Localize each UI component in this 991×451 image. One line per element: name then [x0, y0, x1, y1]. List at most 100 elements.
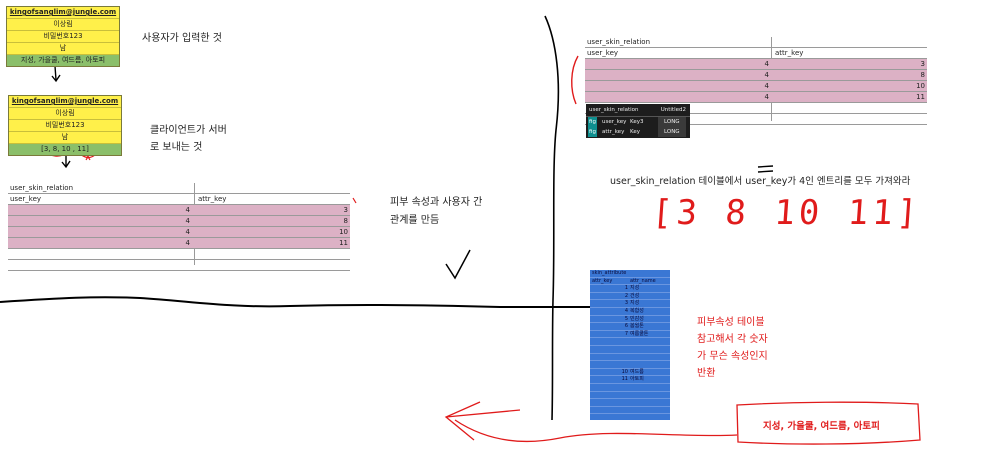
red-bracket	[571, 55, 579, 105]
cell-attr-key: 8	[920, 71, 925, 79]
field-type-tag: fig	[588, 117, 597, 127]
cell-key: 2	[624, 292, 628, 299]
attributes-value: 지성, 가을쿨, 여드름, 아토피	[7, 55, 119, 66]
col-user-key: user_key	[587, 49, 619, 57]
db-header: user_skin_relation Untitled2	[586, 104, 690, 117]
cell-attr-key: 10	[339, 228, 348, 236]
field-column: Key3	[630, 119, 644, 125]
cell-name: 봄웜톤	[630, 323, 644, 330]
sheet-title: user_skin_relation	[10, 184, 74, 192]
cell-name: 여드름	[630, 368, 644, 375]
cell-name: 지성	[630, 300, 640, 307]
result-attributes: 지성, 가을쿨, 여드름, 아토피	[763, 421, 880, 432]
gender-value: 남	[9, 132, 121, 144]
db-tab-name: Untitled2	[660, 107, 686, 113]
db-field-row: fig user_key Key3 LONG	[586, 117, 690, 127]
cell-user-key: 4	[764, 71, 769, 79]
field-name: user_key	[602, 119, 627, 125]
red-tick	[352, 197, 357, 204]
attribute-ids-value: [3, 8, 10 , 11]	[9, 144, 121, 155]
note-user-input: 사용자가 입력한 것	[142, 33, 222, 44]
email-value: kingofsanglim@jungle.com	[9, 96, 121, 108]
cell-key: 5	[624, 315, 628, 322]
cell-key: 11	[621, 376, 628, 383]
col-attr-key: attr_key	[775, 49, 804, 57]
db-field-row: fig attr_key Key LONG	[586, 127, 690, 137]
user-input-card: kingofsanglim@jungle.com 이상림 비밀번호123 남 지…	[6, 6, 120, 67]
cell-name: 건성	[630, 292, 640, 299]
cell-name: 복합성	[630, 307, 644, 314]
red-arrow	[444, 401, 738, 443]
cell-user-key: 4	[764, 93, 769, 101]
gender-value: 남	[7, 43, 119, 55]
horizontal-divider	[0, 296, 590, 308]
cell-key: 1	[624, 285, 628, 292]
note-relation-2: 관계를 만듬	[390, 215, 440, 226]
red-note-1: 피부속성 테이블	[697, 317, 765, 328]
cell-key: 10	[621, 368, 628, 375]
query-instruction: user_skin_relation 테이블에서 user_key가 4인 엔트…	[610, 176, 911, 187]
red-scribble	[41, 147, 97, 161]
cell-key: 6	[624, 323, 628, 330]
handwritten-attribute-ids: [3 8 10 11]	[650, 193, 923, 233]
cell-user-key: 4	[764, 60, 769, 68]
col-attr-key: attr_key	[592, 277, 613, 284]
note-relation-1: 피부 속성과 사용자 간	[390, 197, 483, 208]
password-value: 비밀번호123	[7, 31, 119, 43]
name-value: 이상림	[9, 108, 121, 120]
field-column: Key	[630, 129, 640, 135]
cell-user-key: 4	[185, 206, 190, 214]
sheet-title: user_skin_relation	[587, 38, 651, 46]
blue-table-title: skin_attribute	[592, 270, 627, 276]
cell-user-key: 4	[185, 239, 190, 247]
cell-attr-key: 3	[343, 206, 348, 214]
field-datatype: LONG	[658, 127, 686, 137]
col-attr-key: attr_key	[198, 195, 227, 203]
email-value: kingofsanglim@jungle.com	[7, 7, 119, 19]
password-value: 비밀번호123	[9, 120, 121, 132]
cell-attr-key: 11	[916, 93, 925, 101]
cell-key: 3	[624, 300, 628, 307]
result-box	[736, 401, 921, 445]
cell-attr-key: 11	[339, 239, 348, 247]
table-row: 4 10	[585, 81, 927, 92]
note-client-sends-1: 클라이언트가 서버	[150, 125, 227, 136]
cell-name: 지성	[630, 285, 640, 292]
cell-key: 7	[624, 330, 628, 337]
cell-key: 4	[624, 307, 628, 314]
client-payload-card: kingofsanglim@jungle.com 이상림 비밀번호123 남 […	[8, 95, 122, 156]
red-note-4: 반환	[697, 368, 716, 379]
cell-user-key: 4	[185, 217, 190, 225]
table-row: 4 11	[8, 238, 350, 249]
check-mark	[445, 249, 471, 280]
field-datatype: LONG	[658, 117, 686, 127]
table-row: 4 11	[585, 92, 927, 103]
cell-name: 아토피	[630, 376, 644, 383]
red-note-3: 가 무슨 속성인지	[697, 351, 768, 362]
cell-attr-key: 10	[916, 82, 925, 90]
equals-mark	[757, 165, 774, 173]
db-schema-popup: user_skin_relation Untitled2 fig user_ke…	[586, 104, 690, 138]
name-value: 이상림	[7, 19, 119, 31]
cell-name: 여름쿨톤	[630, 330, 649, 337]
col-attr-name: attr_name	[630, 277, 656, 284]
cell-user-key: 4	[764, 82, 769, 90]
red-note-2: 참고해서 각 숫자	[697, 334, 768, 345]
cell-attr-key: 8	[343, 217, 348, 225]
db-table-name: user_skin_relation	[589, 107, 639, 113]
field-name: attr_key	[602, 129, 625, 135]
note-client-sends-2: 로 보내는 것	[150, 142, 203, 153]
vertical-divider	[544, 15, 560, 421]
cell-attr-key: 3	[920, 60, 925, 68]
col-user-key: user_key	[10, 195, 42, 203]
cell-name: 민감성	[630, 315, 644, 322]
field-type-tag: fig	[588, 127, 597, 137]
